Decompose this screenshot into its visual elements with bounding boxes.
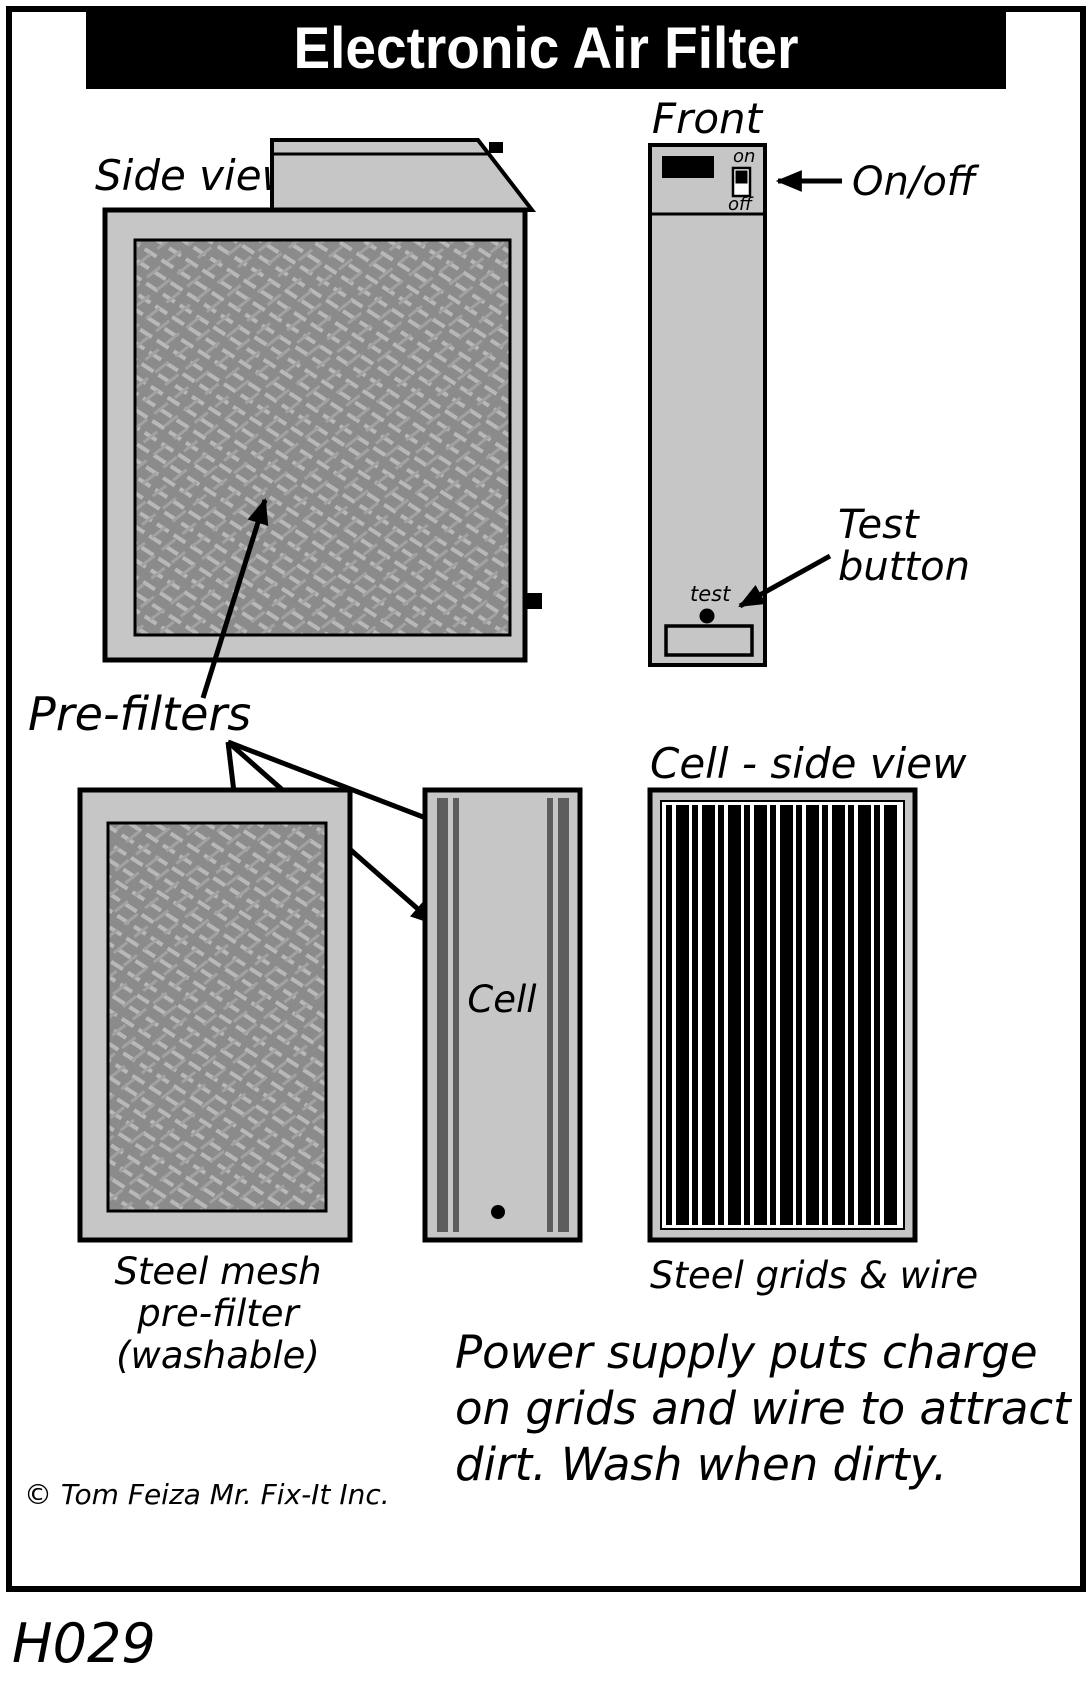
onoff-label: On/off: [852, 159, 980, 205]
pre-filters-label: Pre-filters: [28, 687, 251, 741]
side-latch: [525, 593, 542, 609]
cell-label: Cell: [467, 978, 537, 1021]
steel-grids-label: Steel grids & wire: [650, 1254, 978, 1297]
test-label: test: [690, 582, 731, 606]
test-button-dot: [699, 608, 715, 624]
test-button-arrow: [738, 553, 832, 609]
grid-unit-inner-border: [660, 800, 905, 1230]
cell-dot: [491, 1205, 505, 1219]
front-bottom-slot: [664, 624, 754, 657]
caption-line1: Power supply puts charge: [455, 1326, 1038, 1379]
copyright: © Tom Feiza Mr. Fix-It Inc.: [24, 1478, 390, 1511]
cell-strip-left-inner: [453, 798, 459, 1232]
caption-line3: dirt. Wash when dirty.: [455, 1438, 947, 1491]
test-button-label-line1: Test: [838, 502, 920, 548]
side-view-mesh-border: [133, 238, 512, 637]
illustration-code: H029: [12, 1612, 156, 1675]
steel-mesh-label-line2: pre-filter: [136, 1292, 301, 1335]
side-view-duct: [270, 138, 537, 212]
prefilter-mesh-hatch-b: [108, 823, 326, 1211]
grid-stripes: [665, 805, 900, 1225]
steel-mesh-label-line1: Steel mesh: [114, 1250, 321, 1293]
cell-side-view-label: Cell - side view: [650, 739, 967, 788]
title-bar: [86, 9, 1006, 89]
cell-strip-right-outer: [558, 798, 569, 1232]
steel-mesh-label-line3: (washable): [116, 1334, 320, 1377]
pre-filter-arrow-top: [200, 497, 269, 699]
power-switch-knob: [735, 170, 748, 184]
duct-fastener: [489, 142, 503, 153]
test-button-label-line2: button: [838, 544, 970, 590]
side-view-mesh-hatch-b: [135, 240, 510, 635]
cell-strip-left-outer: [437, 798, 448, 1232]
cell-strip-right-inner: [547, 798, 553, 1232]
side-view-mesh: [133, 238, 512, 637]
side-view-label: Side view: [95, 151, 297, 200]
front-label: Front: [652, 94, 764, 143]
cell-body: [422, 787, 583, 1243]
caption-line2: on grids and wire to attract: [455, 1382, 1073, 1435]
front-indicator-plate: [662, 156, 714, 178]
on-label: on: [733, 146, 755, 167]
off-label: off: [728, 194, 754, 215]
prefilter-mesh: [106, 821, 328, 1213]
front-unit-body: [648, 143, 767, 667]
page-title: Electronic Air Filter: [294, 16, 799, 81]
prefilter-mesh-border: [106, 821, 328, 1213]
